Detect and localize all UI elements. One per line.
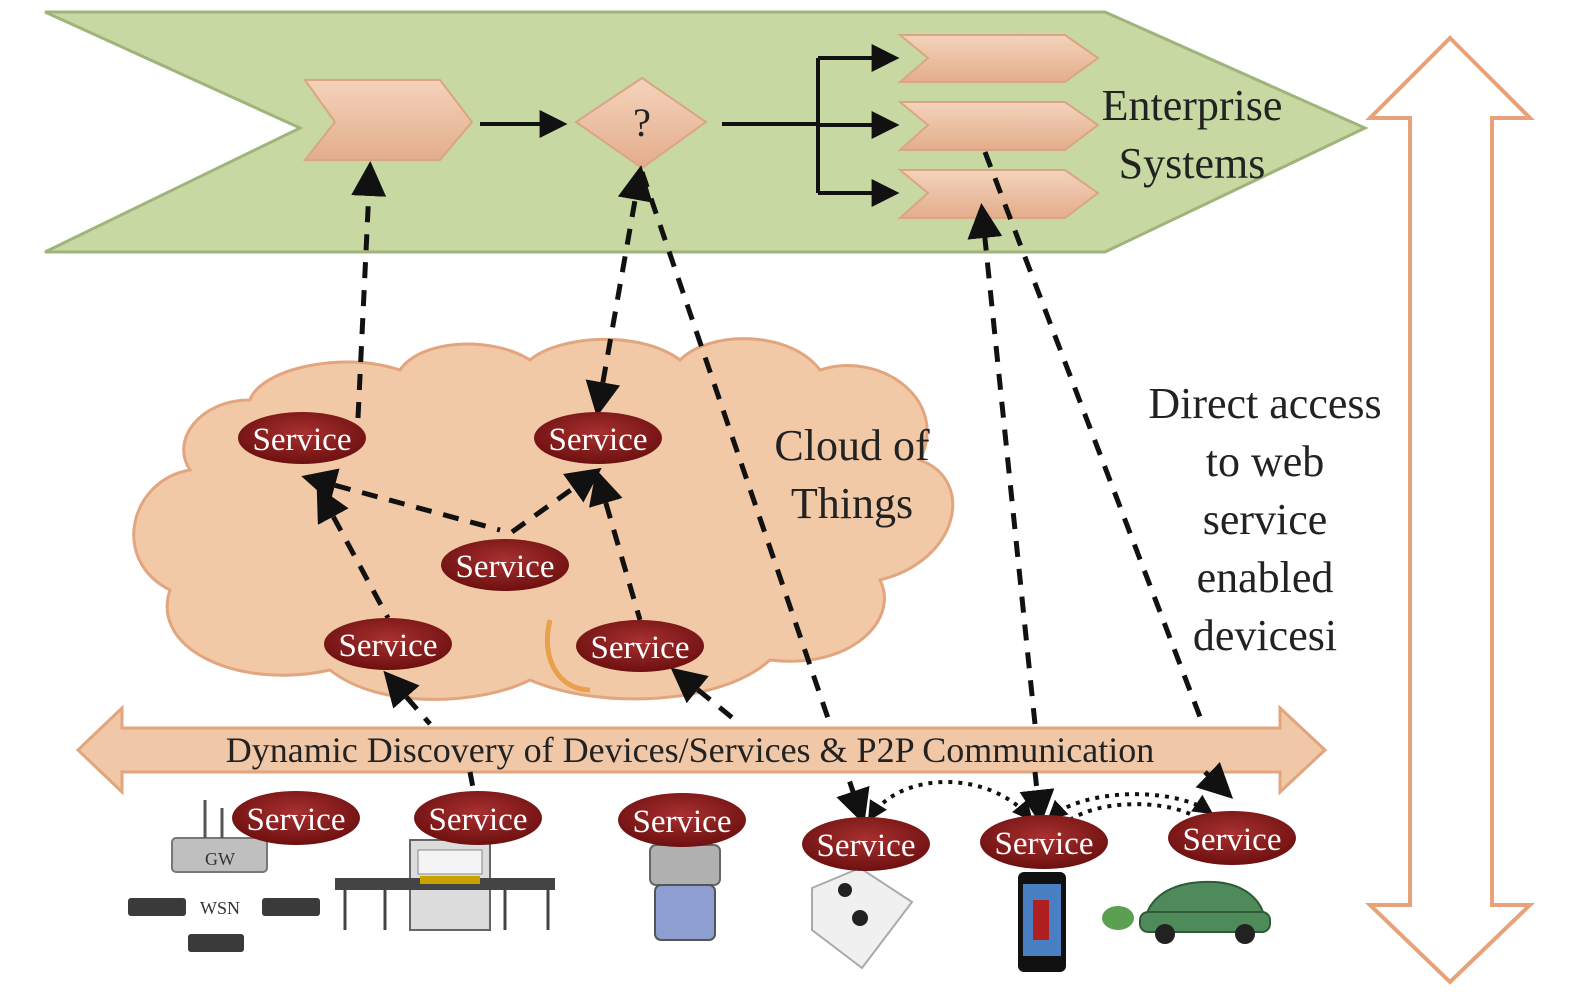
device-service-6: Service [1168, 811, 1296, 865]
device-service-5: Service [980, 815, 1108, 869]
electric-car-icon [1102, 880, 1271, 944]
process-chevron [302, 79, 474, 161]
device-service-2-label: Service [429, 802, 528, 838]
device-service-2: Service [414, 791, 542, 845]
direct-access-label: Direct access to web service enabled dev… [1148, 379, 1381, 660]
cloud-service-5: Service [576, 620, 704, 672]
conveyor-machine-icon [335, 839, 555, 931]
direct-access-line-4: enabled [1197, 553, 1334, 602]
output-chevron-3 [897, 169, 1100, 219]
cloud-service-4-label: Service [339, 628, 438, 664]
cloud-service-2-label: Service [549, 422, 648, 458]
p2p-links [867, 780, 1214, 822]
cloud-service-4: Service [324, 618, 452, 670]
decision-symbol: ? [633, 100, 651, 145]
dashed-links [301, 151, 1208, 825]
cloud-label-line1: Cloud of [774, 421, 930, 470]
discovery-bus [75, 704, 1328, 796]
direct-access-line-2: to web [1206, 437, 1325, 486]
process-flow-arrows [480, 44, 900, 207]
industrial-robot-icon [649, 844, 721, 941]
cloud-service-3-label: Service [456, 549, 555, 585]
device-service-5-label: Service [995, 826, 1094, 862]
device-service-1-label: Service [247, 802, 346, 838]
gw-label: GW [205, 849, 235, 869]
cloud-service-5-label: Service [591, 630, 690, 666]
enterprise-systems-band [44, 10, 1369, 254]
output-chevron-1 [897, 34, 1100, 83]
device-service-3: Service [618, 793, 746, 847]
bus-label: Dynamic Discovery of Devices/Services & … [226, 730, 1155, 770]
direct-access-line-5: devicesi [1193, 611, 1337, 660]
device-service-6-label: Service [1183, 822, 1282, 858]
bus-device-links [467, 761, 1234, 825]
device-service-3-label: Service [633, 804, 732, 840]
output-chevron-2 [897, 101, 1100, 151]
enterprise-label-line1: Enterprise [1102, 81, 1283, 130]
cloud-service-3: Service [441, 539, 569, 591]
direct-access-double-arrow [1365, 35, 1535, 985]
wsn-gateway-icon: GW [171, 800, 268, 873]
sensor-box-icon [811, 866, 914, 970]
wsn-sensor-icons [128, 898, 320, 952]
smartphone-icon [1018, 872, 1066, 972]
wsn-label: WSN [200, 898, 240, 918]
direct-access-line-1: Direct access [1148, 379, 1381, 428]
device-service-1: Service [232, 791, 360, 845]
cloud-service-1: Service [238, 412, 366, 464]
cloud-service-2: Service [534, 412, 662, 464]
direct-access-line-3: service [1203, 495, 1328, 544]
device-service-4-label: Service [817, 828, 916, 864]
device-service-4: Service [802, 817, 930, 871]
cloud-service-1-label: Service [253, 422, 352, 458]
enterprise-label-line2: Systems [1119, 139, 1266, 188]
cloud-label-line2: Things [791, 479, 913, 528]
